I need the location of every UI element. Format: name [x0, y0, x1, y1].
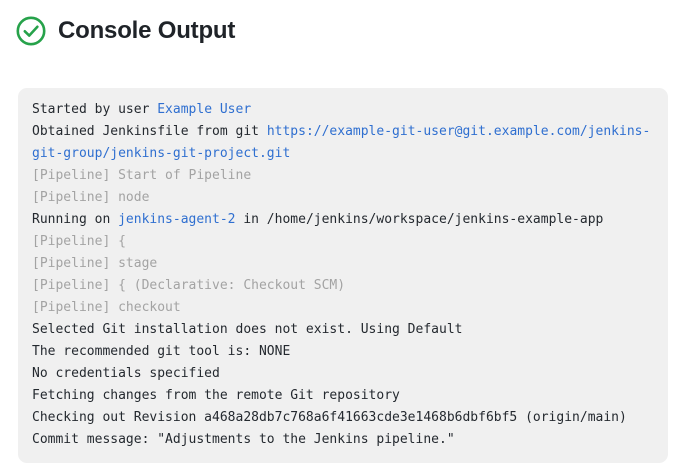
console-log-text: in /home/jenkins/workspace/jenkins-examp… — [235, 212, 604, 227]
console-log-text: [Pipeline] checkout — [32, 300, 181, 315]
console-log-line: Fetching changes from the remote Git rep… — [32, 385, 654, 407]
page-title: Console Output — [58, 17, 236, 44]
console-log-line: Started by user Example User — [32, 99, 654, 121]
console-log-text: [Pipeline] { — [32, 234, 126, 249]
console-log-text: Commit message: "Adjustments to the Jenk… — [32, 432, 455, 447]
console-log-line: [Pipeline] stage — [32, 253, 654, 275]
console-log-link[interactable]: Example User — [157, 102, 252, 117]
console-log-line: [Pipeline] Start of Pipeline — [32, 165, 654, 187]
console-log-text: [Pipeline] Start of Pipeline — [32, 168, 252, 183]
console-log-line: [Pipeline] checkout — [32, 297, 654, 319]
console-log-text: [Pipeline] { (Declarative: Checkout SCM) — [32, 278, 346, 293]
console-log-text: Fetching changes from the remote Git rep… — [32, 388, 400, 403]
console-log-line: No credentials specified — [32, 363, 654, 385]
console-log-text: Obtained Jenkinsfile from git — [32, 124, 267, 139]
console-log-line: Checking out Revision a468a28db7c768a6f4… — [32, 407, 654, 429]
console-log-line: Running on jenkins-agent-2 in /home/jenk… — [32, 209, 654, 231]
console-log-line: Obtained Jenkinsfile from git https://ex… — [32, 121, 654, 165]
console-log-text: Checking out Revision a468a28db7c768a6f4… — [32, 410, 627, 425]
console-log-text: Started by user — [32, 102, 158, 117]
console-log-line: [Pipeline] { (Declarative: Checkout SCM) — [32, 275, 654, 297]
console-log-text: [Pipeline] stage — [32, 256, 158, 271]
console-log-line: The recommended git tool is: NONE — [32, 341, 654, 363]
console-log-line: [Pipeline] { — [32, 231, 654, 253]
console-log-link[interactable]: jenkins-agent-2 — [118, 212, 236, 227]
console-log-line: Selected Git installation does not exist… — [32, 319, 654, 341]
console-log-link[interactable]: https://example-git-user@git.example.com… — [32, 124, 651, 161]
page-header: Console Output — [0, 0, 686, 46]
console-log-text: The recommended git tool is: NONE — [32, 344, 291, 359]
console-log-text: No credentials specified — [32, 366, 220, 381]
console-log-text: Running on — [32, 212, 119, 227]
console-log-text: [Pipeline] node — [32, 190, 150, 205]
console-log-line: Commit message: "Adjustments to the Jenk… — [32, 429, 654, 451]
check-circle-icon — [16, 16, 46, 46]
console-log-line: [Pipeline] node — [32, 187, 654, 209]
console-log-text: Selected Git installation does not exist… — [32, 322, 463, 337]
